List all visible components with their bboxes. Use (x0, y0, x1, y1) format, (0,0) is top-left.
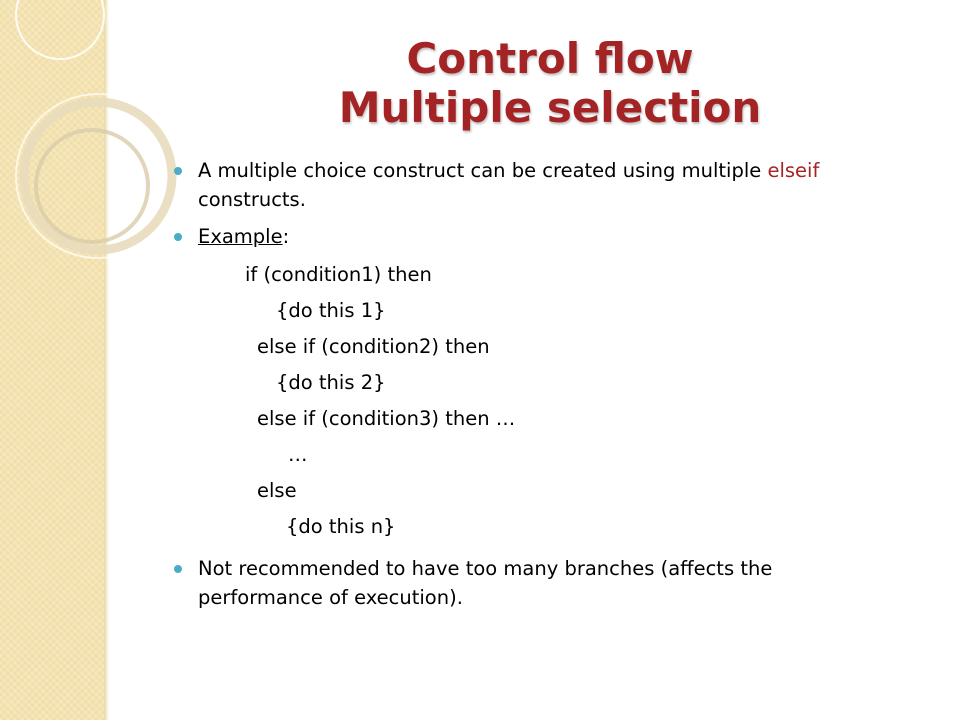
side-band-edge (104, 0, 109, 720)
bullet-dot (174, 565, 182, 573)
inner-ring (34, 128, 150, 244)
code-line-3: else if (condition2) then (257, 335, 490, 358)
bullet-1-text: A multiple choice construct can be creat… (198, 159, 768, 182)
bullet-item-1: A multiple choice construct can be creat… (174, 156, 918, 214)
keyword-elseif: elseif (767, 159, 820, 182)
large-ring (19, 97, 177, 255)
bullet-dot (174, 233, 182, 241)
example-colon: : (282, 225, 290, 248)
title-line-2: Multiple selection (338, 83, 762, 132)
code-line-7: else (257, 479, 297, 502)
slide-title: Control flow Multiple selection (230, 34, 870, 132)
code-line-1: if (condition1) then (245, 263, 432, 286)
bullet-item-3: Not recommended to have too many branche… (174, 554, 918, 612)
bullet-item-2: Example: (174, 222, 918, 251)
large-ring-outline (15, 93, 181, 259)
top-ring (15, 0, 105, 60)
bullet-3-continuation: performance of execution). (198, 586, 463, 609)
example-label: Example (198, 225, 283, 248)
code-line-5: else if (condition3) then … (257, 407, 516, 430)
code-line-4: {do this 2} (276, 371, 386, 394)
bullet-3-text: Not recommended to have too many branche… (198, 557, 773, 580)
decorative-rings (15, 0, 181, 259)
code-line-6: … (288, 443, 308, 466)
code-line-2: {do this 1} (276, 299, 386, 322)
bullet-1-continuation: constructs. (198, 188, 306, 211)
bullet-dot (174, 167, 182, 175)
code-line-8: {do this n} (286, 515, 396, 538)
title-line-1: Control flow (406, 34, 694, 83)
